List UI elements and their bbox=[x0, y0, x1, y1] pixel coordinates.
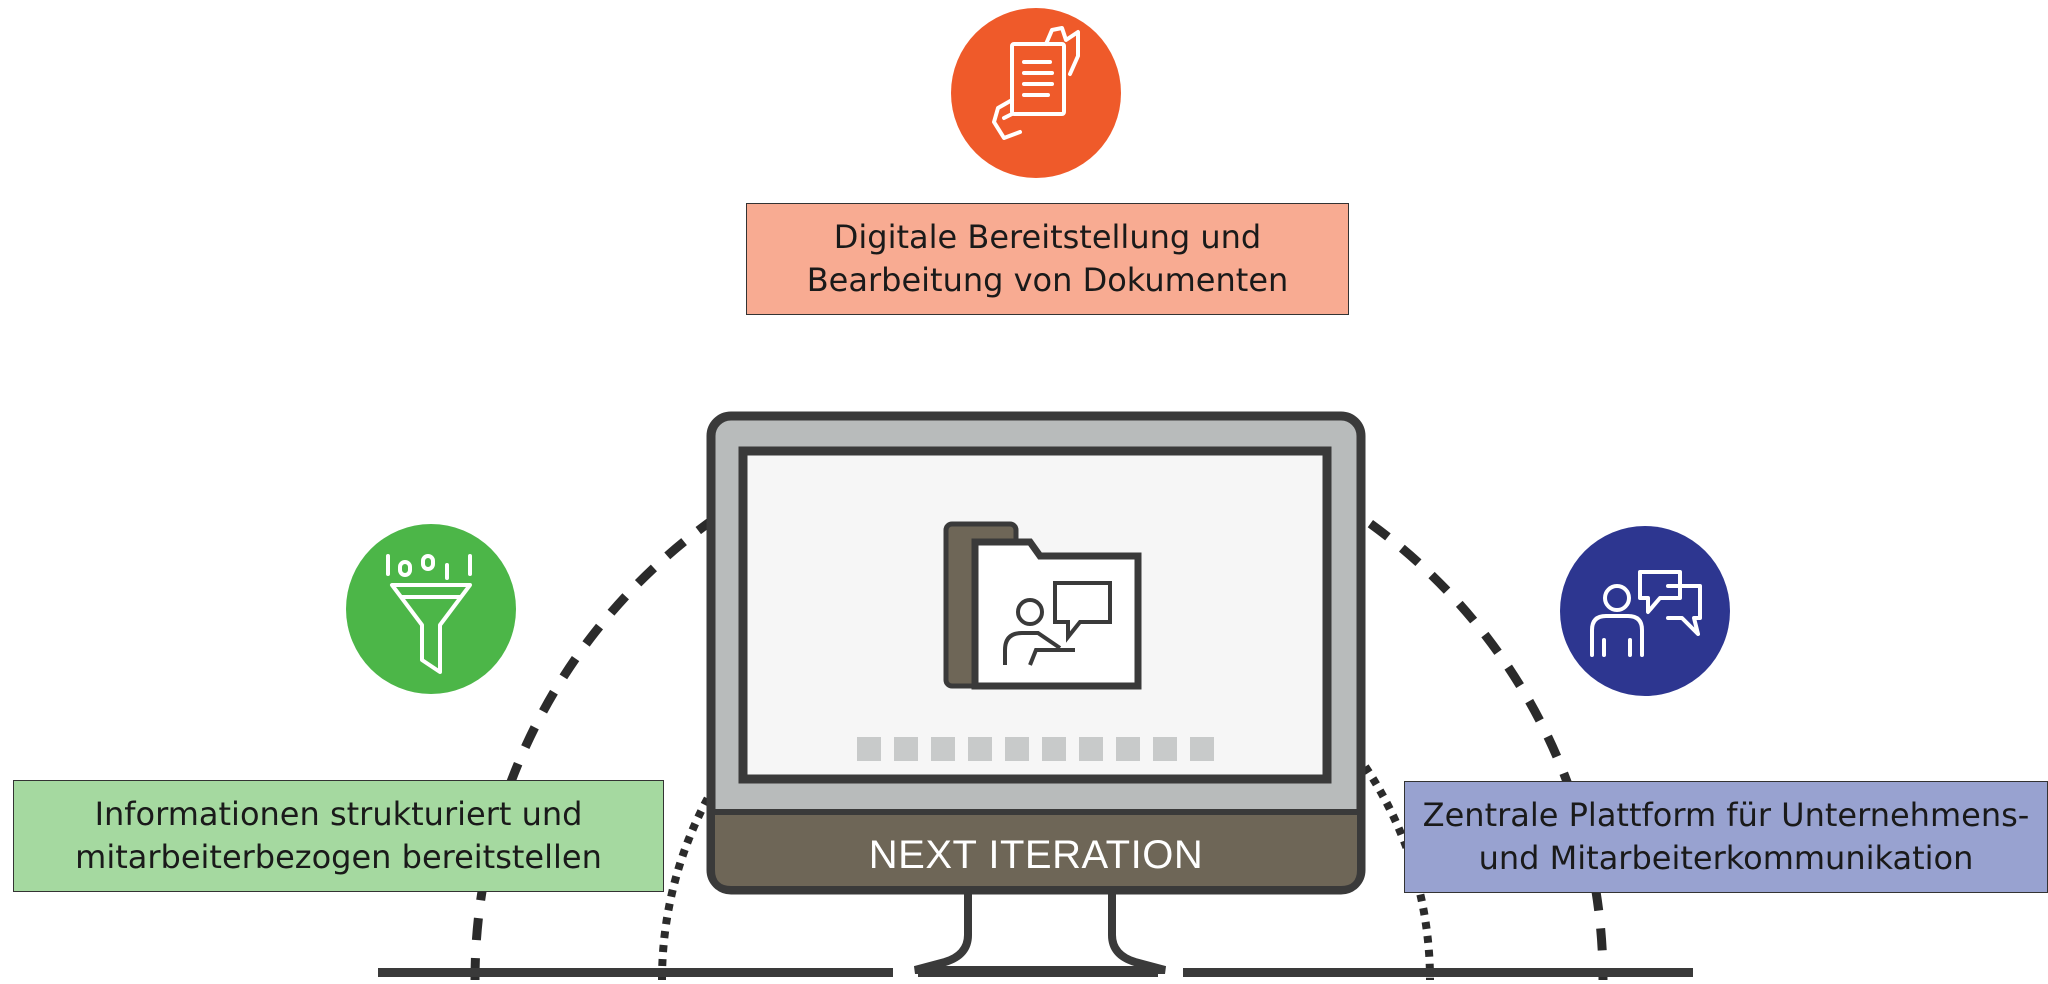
progress-block bbox=[1153, 737, 1177, 761]
folder-presentation-icon bbox=[943, 521, 1142, 690]
node-information-circle bbox=[346, 524, 516, 694]
people-chat-icon bbox=[1590, 570, 1702, 657]
monitor-stand bbox=[913, 888, 1167, 974]
label-documents: Digitale Bereitstellung und Bearbeitung … bbox=[746, 203, 1349, 315]
node-documents bbox=[951, 8, 1121, 178]
monitor-banner-text: NEXT ITERATION bbox=[869, 833, 1203, 877]
document-hands-icon bbox=[992, 26, 1080, 140]
progress-block bbox=[894, 737, 918, 761]
progress-block bbox=[1005, 737, 1029, 761]
progress-block bbox=[931, 737, 955, 761]
label-information-line-1: Informationen strukturiert und bbox=[94, 795, 583, 833]
monitor: NEXT ITERATION bbox=[706, 411, 1366, 974]
label-documents-line-2: Bearbeitung von Dokumenten bbox=[806, 261, 1289, 299]
progress-block bbox=[1190, 737, 1214, 761]
label-documents-line-1: Digitale Bereitstellung und bbox=[833, 218, 1262, 256]
progress-blocks bbox=[857, 737, 1214, 761]
label-communication: Zentrale Plattform für Unternehmens- und… bbox=[1404, 781, 2048, 893]
label-communication-line-1: Zentrale Plattform für Unternehmens- bbox=[1422, 796, 2030, 834]
label-information: Informationen strukturiert und mitarbeit… bbox=[13, 780, 664, 892]
node-communication bbox=[1560, 526, 1730, 696]
label-information-line-2: mitarbeiterbezogen bereitstellen bbox=[75, 838, 602, 876]
progress-block bbox=[857, 737, 881, 761]
progress-block bbox=[968, 737, 992, 761]
node-information bbox=[346, 524, 516, 694]
data-funnel-icon bbox=[386, 554, 472, 674]
progress-block bbox=[1079, 737, 1103, 761]
progress-block bbox=[1042, 737, 1066, 761]
progress-block bbox=[1116, 737, 1140, 761]
node-communication-circle bbox=[1560, 526, 1730, 696]
label-communication-line-2: und Mitarbeiterkommunikation bbox=[1478, 839, 1974, 877]
monitor-banner bbox=[715, 812, 1357, 886]
